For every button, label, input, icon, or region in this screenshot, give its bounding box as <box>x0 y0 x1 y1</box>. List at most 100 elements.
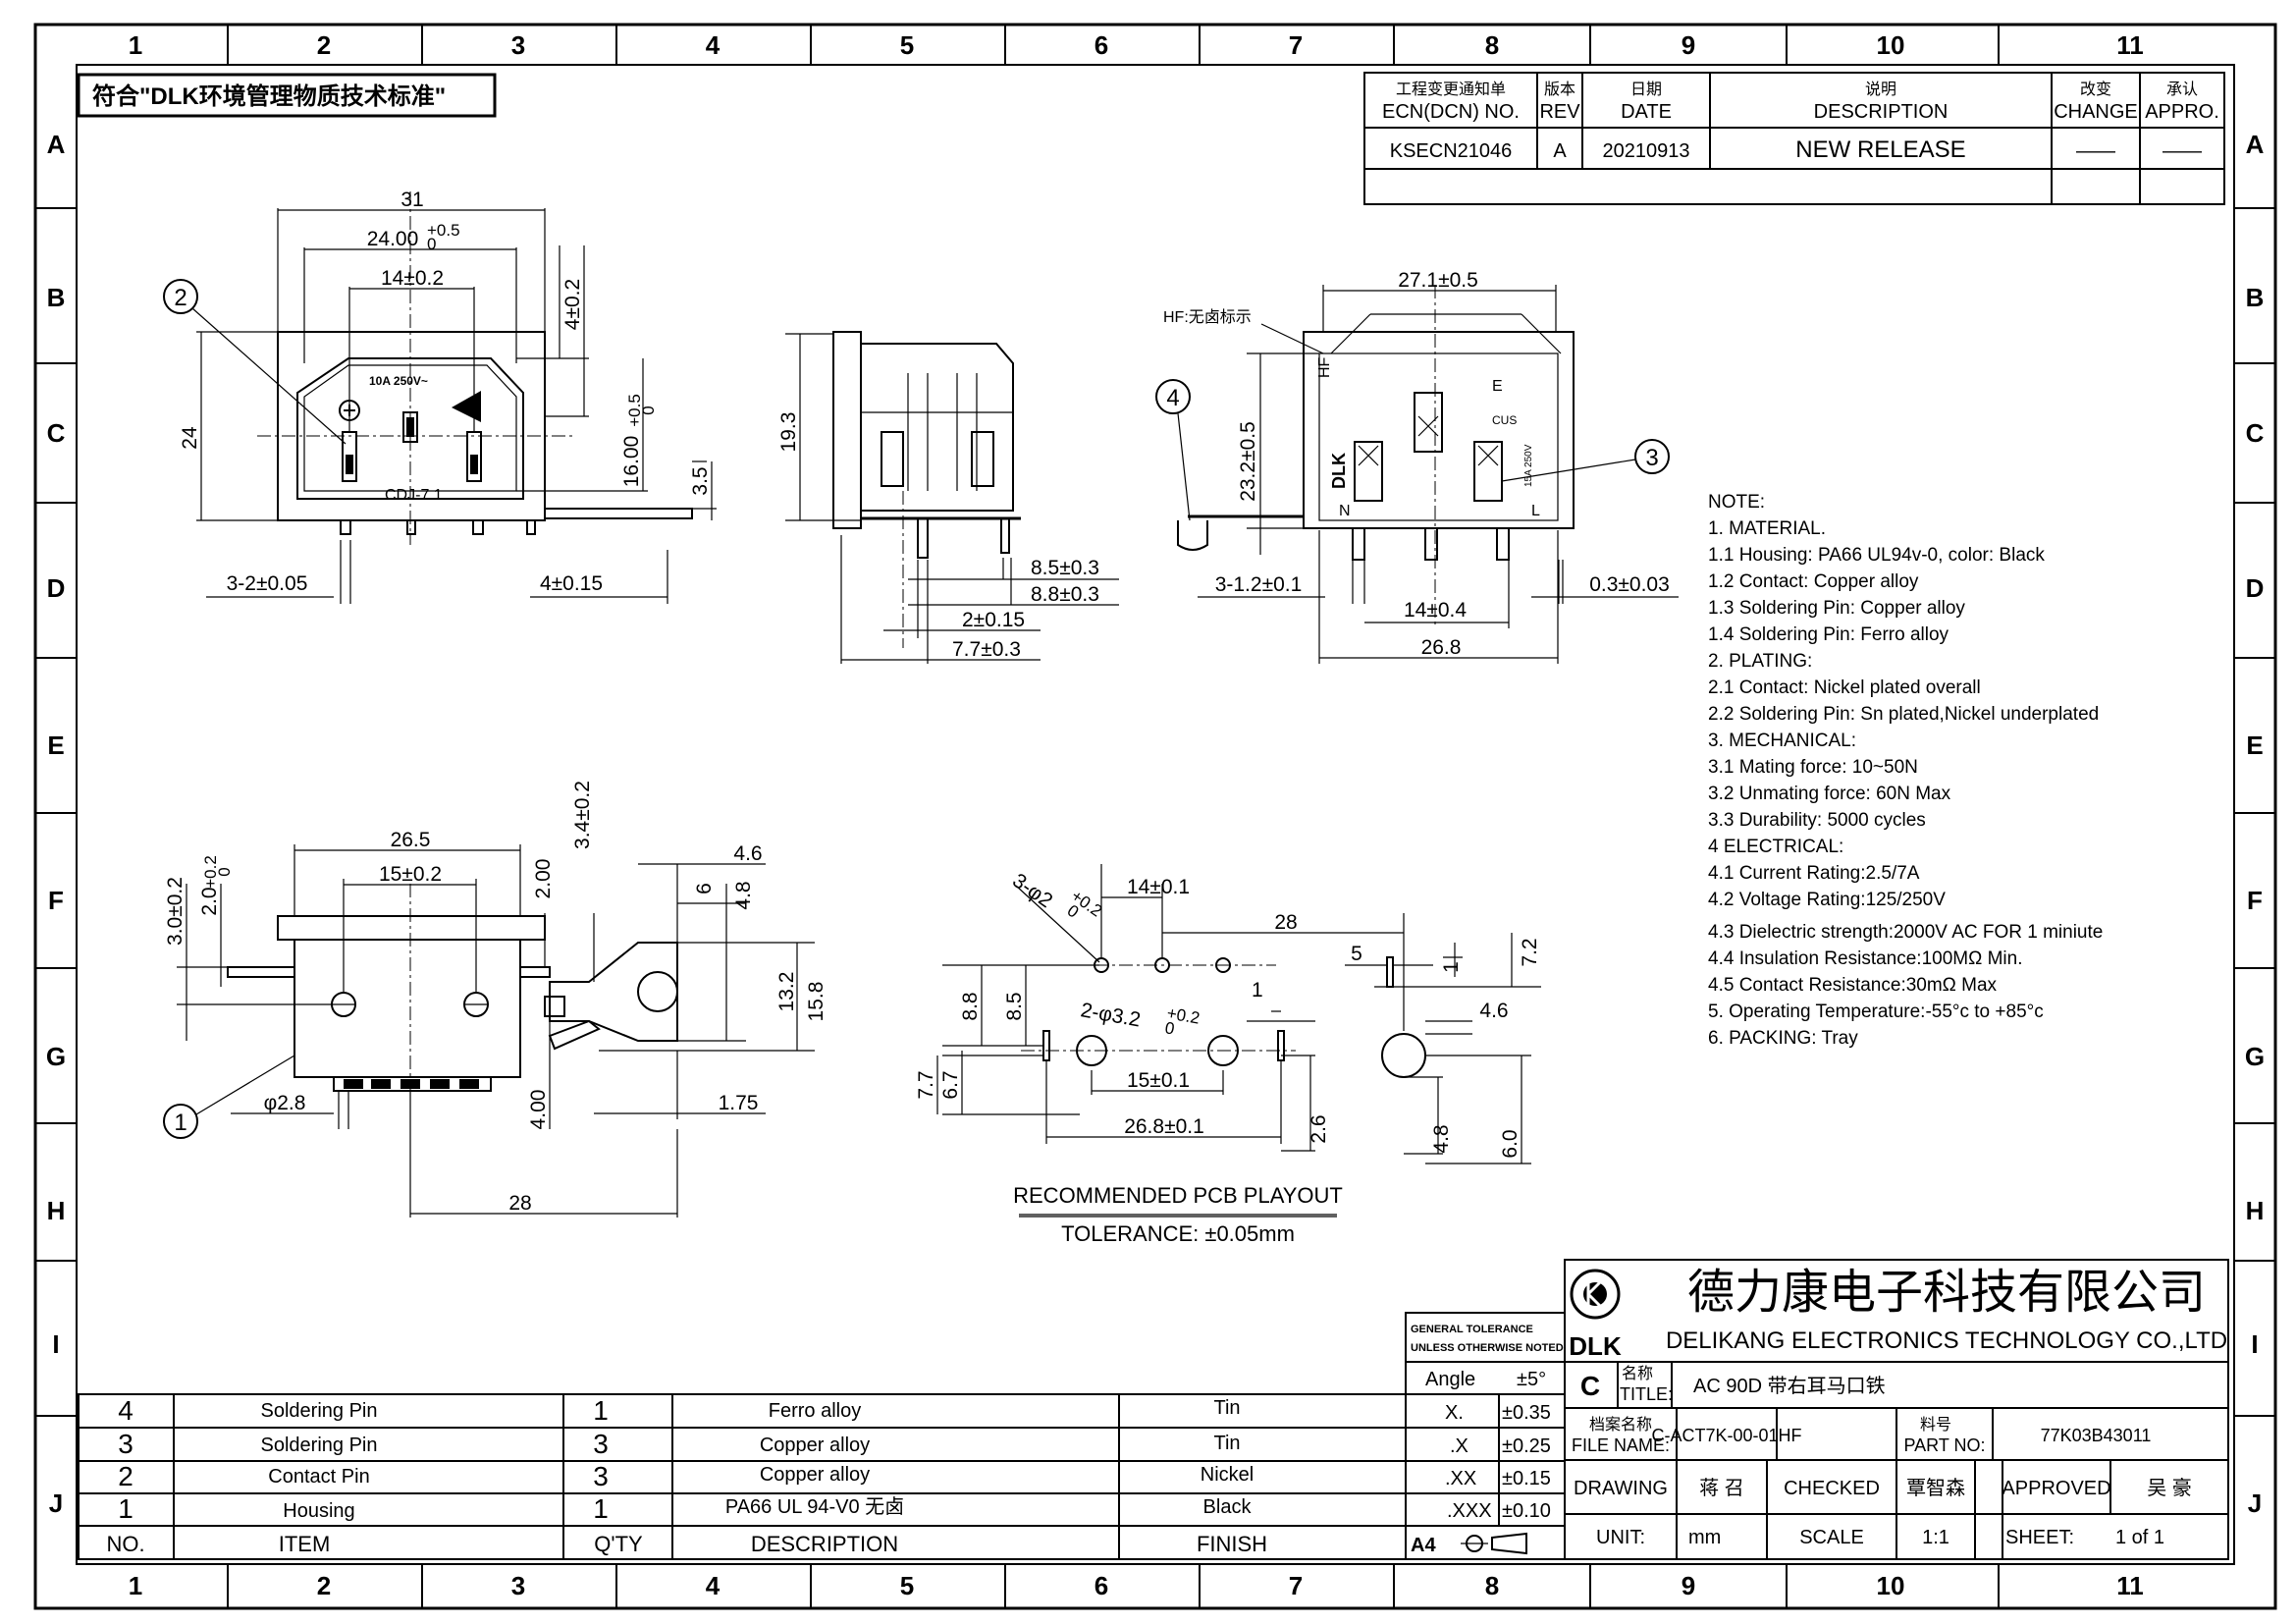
note-line: 1.2 Contact: Copper alloy <box>1708 571 1919 592</box>
tolerance-paper: A4 <box>1411 1535 1436 1556</box>
dim-19-3: 19.3 <box>777 412 800 453</box>
part-number: 77K03B43011 <box>2041 1426 2152 1445</box>
dim-16-00: 16.00 <box>620 436 643 488</box>
rev-header-desc-en: DESCRIPTION <box>1814 101 1949 123</box>
note-line: 1.4 Soldering Pin: Ferro alloy <box>1708 624 1949 645</box>
zone-row-a: A <box>47 130 66 159</box>
zone-col-7: 7 <box>1289 30 1303 60</box>
zone-row-a-right: A <box>2246 130 2265 159</box>
approved-by: 吴 豪 <box>2147 1477 2192 1499</box>
tolerance-dxxx-key: .XXX <box>1447 1500 1492 1522</box>
bom-row-4-no: 4 <box>118 1395 133 1426</box>
rev-row-rev: A <box>1553 140 1567 162</box>
note-line: NOTE: <box>1708 492 1765 513</box>
zone-row-i: I <box>52 1329 59 1359</box>
rear-hf-label: HF:无卤标示 <box>1163 308 1252 326</box>
pcb-layout: 3-φ2 +0.2 0 14±0.1 28 5 7.2 1 4.6 8.8 8.… <box>915 864 1541 1246</box>
bom-row-2-desc: Copper alloy <box>760 1464 870 1486</box>
zone-row-labels-right: A B C D E F G H I J <box>2245 130 2265 1518</box>
dim-phi-2-8: φ2.8 <box>264 1092 306 1114</box>
zone-row-j: J <box>49 1489 63 1518</box>
rear-mark-l: L <box>1531 503 1540 519</box>
title-label-en: TITLE: <box>1620 1384 1673 1404</box>
rev-header-ecn-cn: 工程变更通知单 <box>1396 81 1506 98</box>
note-line: 1.3 Soldering Pin: Copper alloy <box>1708 598 1965 619</box>
bom-row-2-item: Contact Pin <box>268 1466 369 1488</box>
dim-26-8-rear: 26.8 <box>1421 636 1462 659</box>
zone-col-5-bottom: 5 <box>900 1571 914 1600</box>
pcb-dim-7-2: 7.2 <box>1519 938 1541 966</box>
pcb-dim-4-6: 4.6 <box>1479 1000 1508 1022</box>
pcb-dim-26-8-0-1: 26.8±0.1 <box>1124 1115 1204 1138</box>
tolerance-dxx-val: ±0.15 <box>1502 1468 1551 1489</box>
note-line: 3.1 Mating force: 10~50N <box>1708 757 1918 778</box>
dim-3-0-0-2: 3.0±0.2 <box>164 877 187 946</box>
zone-row-j-right: J <box>2248 1489 2262 1518</box>
dim-24-00-upper: +0.5 <box>427 221 460 240</box>
note-line: 4.3 Dielectric strength:2000V AC FOR 1 m… <box>1708 922 2103 943</box>
zone-col-4-bottom: 4 <box>706 1571 721 1600</box>
zone-column-labels-top: 1 2 3 4 5 6 7 8 9 10 11 <box>129 30 2144 60</box>
dim-2-0-upper: +0.2 <box>201 855 220 889</box>
dim-1-75: 1.75 <box>719 1092 759 1114</box>
zone-row-e-right: E <box>2246 731 2263 760</box>
bom-header-desc: DESCRIPTION <box>751 1532 898 1556</box>
tolerance-angle-val: ±5° <box>1517 1369 1546 1390</box>
bom-row-2-no: 2 <box>118 1461 133 1491</box>
scale-value: 1:1 <box>1922 1527 1949 1548</box>
note-line: 1. MATERIAL. <box>1708 518 1826 539</box>
balloon-3-label: 3 <box>1645 445 1658 471</box>
dim-14-0-2: 14±0.2 <box>381 267 444 290</box>
pcb-dim-8-8: 8.8 <box>959 992 982 1020</box>
tolerance-dxxx-val: ±0.10 <box>1502 1500 1551 1522</box>
bom-row-3-no: 3 <box>118 1429 133 1459</box>
balloon-4-label: 4 <box>1166 385 1179 411</box>
rev-header-date-en: DATE <box>1621 101 1672 123</box>
bom-row-1-finish: Black <box>1203 1496 1253 1518</box>
dim-4-8-bottom: 4.8 <box>732 881 755 909</box>
note-line: 4.2 Voltage Rating:125/250V <box>1708 890 1946 910</box>
dim-4-00: 4.00 <box>527 1090 550 1130</box>
dim-4-0-2: 4±0.2 <box>561 279 584 330</box>
dim-24-00-lower: 0 <box>427 235 436 253</box>
rear-mark-n: N <box>1339 503 1351 519</box>
zone-row-c-right: C <box>2246 418 2265 448</box>
dim-3-2-0-05: 3-2±0.05 <box>227 572 308 595</box>
unit-value: mm <box>1688 1527 1721 1548</box>
zone-col-9-bottom: 9 <box>1682 1571 1695 1600</box>
note-line: 2. PLATING: <box>1708 651 1812 672</box>
dim-6: 6 <box>693 883 716 894</box>
dim-4-6-bottom: 4.6 <box>733 842 762 865</box>
zone-row-d-right: D <box>2246 573 2265 603</box>
tolerance-dx-key: .X <box>1450 1435 1468 1457</box>
dim-15-8: 15.8 <box>805 982 828 1022</box>
rev-header-desc-cn: 说明 <box>1865 81 1896 98</box>
company-name-en: DELIKANG ELECTRONICS TECHNOLOGY CO.,LTD <box>1666 1327 2227 1354</box>
tolerance-x-val: ±0.35 <box>1502 1402 1551 1424</box>
tolerance-dx-val: ±0.25 <box>1502 1435 1551 1457</box>
pcb-dim-2-phi-3-2: 2-φ3.2 <box>1079 999 1143 1031</box>
pcb-tolerance: TOLERANCE: ±0.05mm <box>1061 1221 1295 1246</box>
bom-row-2-qty: 3 <box>593 1461 609 1491</box>
bom-header-finish: FINISH <box>1197 1532 1267 1556</box>
company-logo-icon: DLK <box>1569 1269 1622 1361</box>
dim-23-2-0-5: 23.2±0.5 <box>1237 421 1259 502</box>
drawing-title: AC 90D 带右耳马口铁 <box>1693 1375 1886 1397</box>
bom-row-1-desc: PA66 UL 94-V0 无卤 <box>725 1495 904 1518</box>
dim-16-00-lower: 0 <box>639 406 658 414</box>
checked-by: 覃智森 <box>1906 1477 1965 1499</box>
note-line: 4 ELECTRICAL: <box>1708 837 1843 857</box>
bom-row-4-finish: Tin <box>1213 1397 1240 1419</box>
compliance-note-text: 符合"DLK环境管理物质技术标准" <box>92 82 446 110</box>
zone-col-11-bottom: 11 <box>2116 1571 2144 1600</box>
dim-15-0-2: 15±0.2 <box>379 863 442 886</box>
zone-col-1: 1 <box>129 30 142 60</box>
scale-label: SCALE <box>1799 1527 1864 1548</box>
rev-header-ecn-en: ECN(DCN) NO. <box>1382 101 1520 123</box>
zone-row-c: C <box>47 418 66 448</box>
note-line: 2.2 Soldering Pin: Sn plated,Nickel unde… <box>1708 704 2099 725</box>
pcb-dim-5: 5 <box>1351 943 1362 965</box>
sheet-label: SHEET: <box>2005 1527 2074 1548</box>
zone-row-d: D <box>47 573 66 603</box>
balloon-4: 4 <box>1155 379 1191 521</box>
